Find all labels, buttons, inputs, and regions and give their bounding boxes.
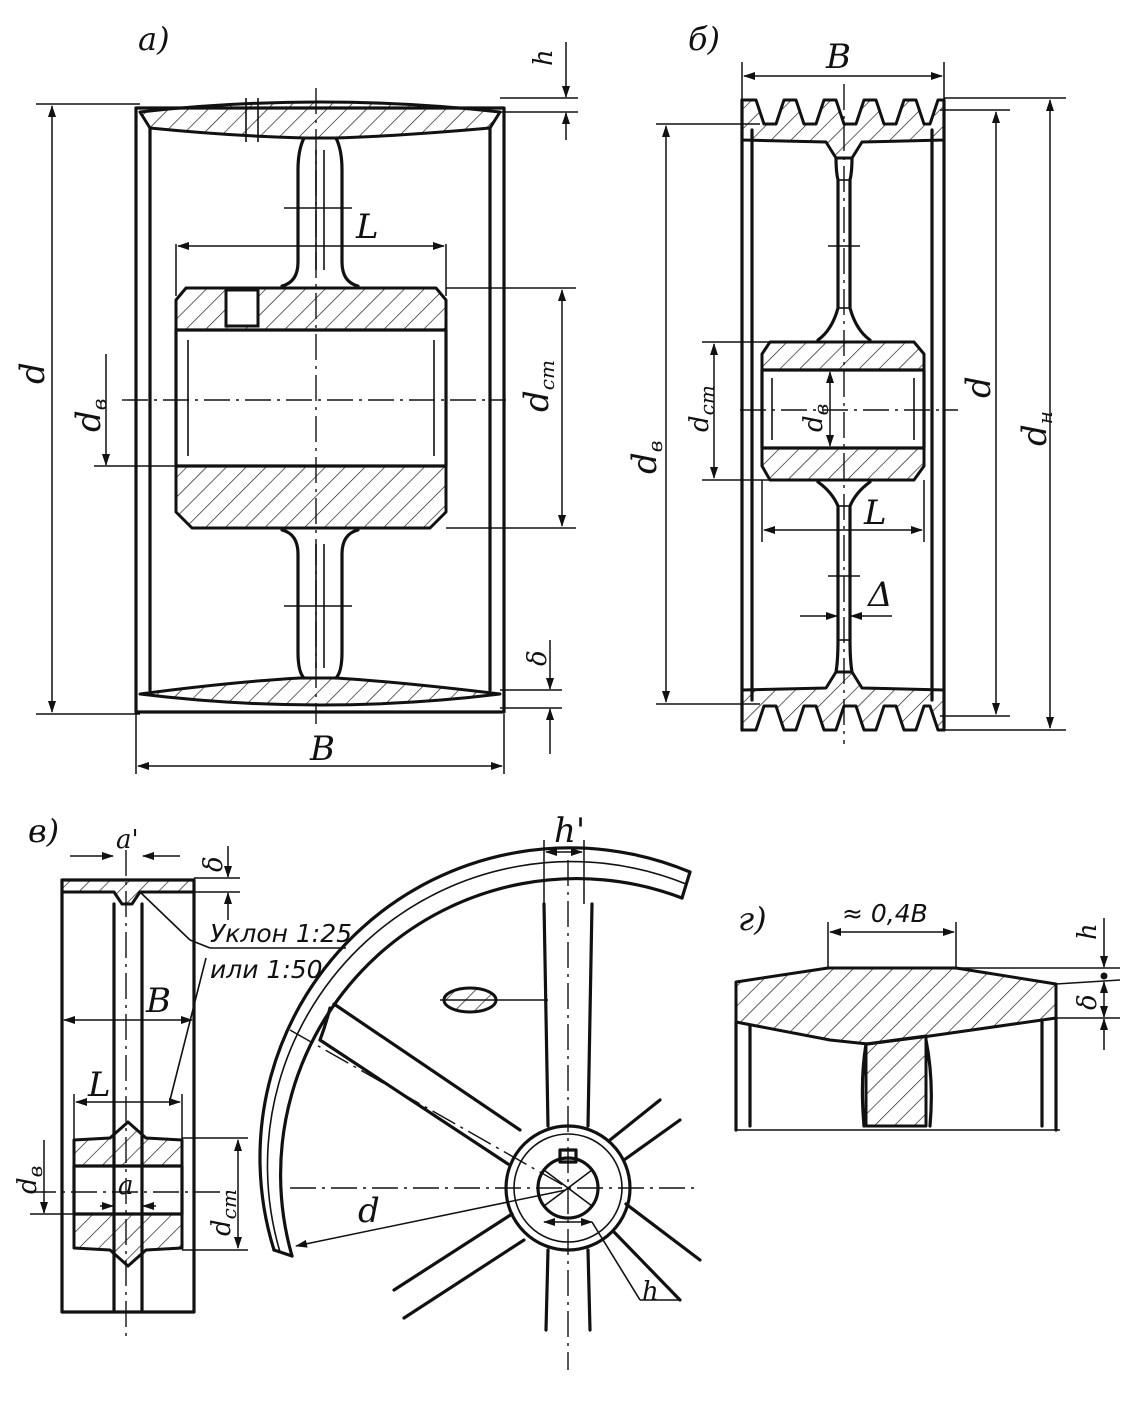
view-a-label-d-st: dст	[517, 360, 559, 412]
view-v-label-h: h	[642, 1277, 659, 1307]
view-g-web-stub	[864, 1034, 928, 1128]
view-v-label-d-st: dст	[207, 1189, 241, 1236]
view-a-bore	[174, 328, 448, 468]
view-v-bore	[72, 1164, 184, 1216]
view-b-web-upper	[816, 156, 872, 342]
view-g-label-delta: δ	[1073, 994, 1103, 1010]
view-b-caption: б)	[688, 20, 720, 58]
view-b-hub-bottom	[760, 446, 926, 482]
view-a-bottom-rim	[138, 676, 502, 707]
view-g-label-width: ≈ 0,4B	[842, 899, 928, 928]
view-g-walls	[734, 1016, 1058, 1132]
view-g-label-h: h	[1073, 923, 1103, 940]
view-b-label-d-v-outer: dв	[625, 441, 667, 474]
view-v-spoked-pulley: в) a' δ Уклон 1:25 или 1:50 B	[13, 811, 702, 1370]
view-v-dim-d	[295, 1189, 567, 1248]
view-a-caption: a)	[138, 20, 170, 58]
view-v-rim-outer	[258, 846, 692, 1252]
view-v-slope-note-2: или 1:50	[210, 955, 323, 984]
view-a-label-L: L	[355, 207, 379, 247]
view-a-label-h: h	[529, 49, 559, 66]
view-b-label-d-st: dст	[685, 385, 719, 432]
view-a-hub-top	[174, 286, 448, 332]
view-a-hub-bottom	[174, 464, 448, 530]
view-b-bore	[760, 368, 926, 450]
view-a-web-lower	[280, 528, 360, 680]
view-v-label-a: a	[118, 1171, 134, 1201]
view-b-bottom-rim	[740, 670, 946, 732]
view-a-label-delta: δ	[523, 650, 553, 666]
view-b-label-d-v: dв	[799, 404, 833, 432]
view-a-label-B: B	[309, 729, 335, 769]
view-v-label-delta: δ	[199, 856, 229, 872]
view-a-flat-pulley: a) d	[13, 20, 578, 774]
view-g-rim-detail: г) ≈ 0,4B h δ	[734, 899, 1121, 1132]
view-v-hub-top	[72, 1120, 184, 1168]
view-b-label-B: B	[825, 37, 851, 77]
view-b-label-d-n: dн	[1015, 411, 1057, 446]
view-g-caption: г)	[738, 900, 767, 938]
view-b-hub-top	[760, 340, 926, 372]
view-b-label-Delta: Δ	[866, 575, 893, 615]
view-a-set-screw	[224, 288, 260, 328]
view-v-label-h-prime: h'	[554, 811, 585, 851]
view-v-hub-bottom	[72, 1212, 184, 1268]
view-b-vbelt-pulley: б) B dв	[625, 20, 1066, 744]
view-b-web-lower	[816, 480, 872, 674]
view-b-label-L: L	[863, 493, 887, 533]
view-v-slope-note-1: Уклон 1:25	[210, 919, 352, 948]
view-v-spokes	[318, 902, 702, 1332]
view-v-caption: в)	[28, 812, 59, 850]
view-a-web-upper	[280, 136, 360, 288]
view-b-top-rim	[740, 98, 946, 160]
view-v-label-a-prime: a'	[116, 825, 139, 855]
view-v-label-L: L	[87, 1065, 111, 1105]
view-a-label-d-v: dв	[69, 399, 111, 432]
view-v-label-d-v: dв	[13, 1166, 47, 1194]
view-v-label-d: d	[358, 1191, 380, 1231]
view-a-label-d: d	[13, 362, 53, 384]
view-b-label-d: d	[959, 376, 999, 398]
view-g-rim	[734, 966, 1058, 1046]
view-a-top-rim	[138, 100, 502, 140]
view-v-rim-section	[60, 878, 196, 906]
view-v-label-B: B	[145, 981, 171, 1021]
view-a-outline	[134, 106, 506, 714]
